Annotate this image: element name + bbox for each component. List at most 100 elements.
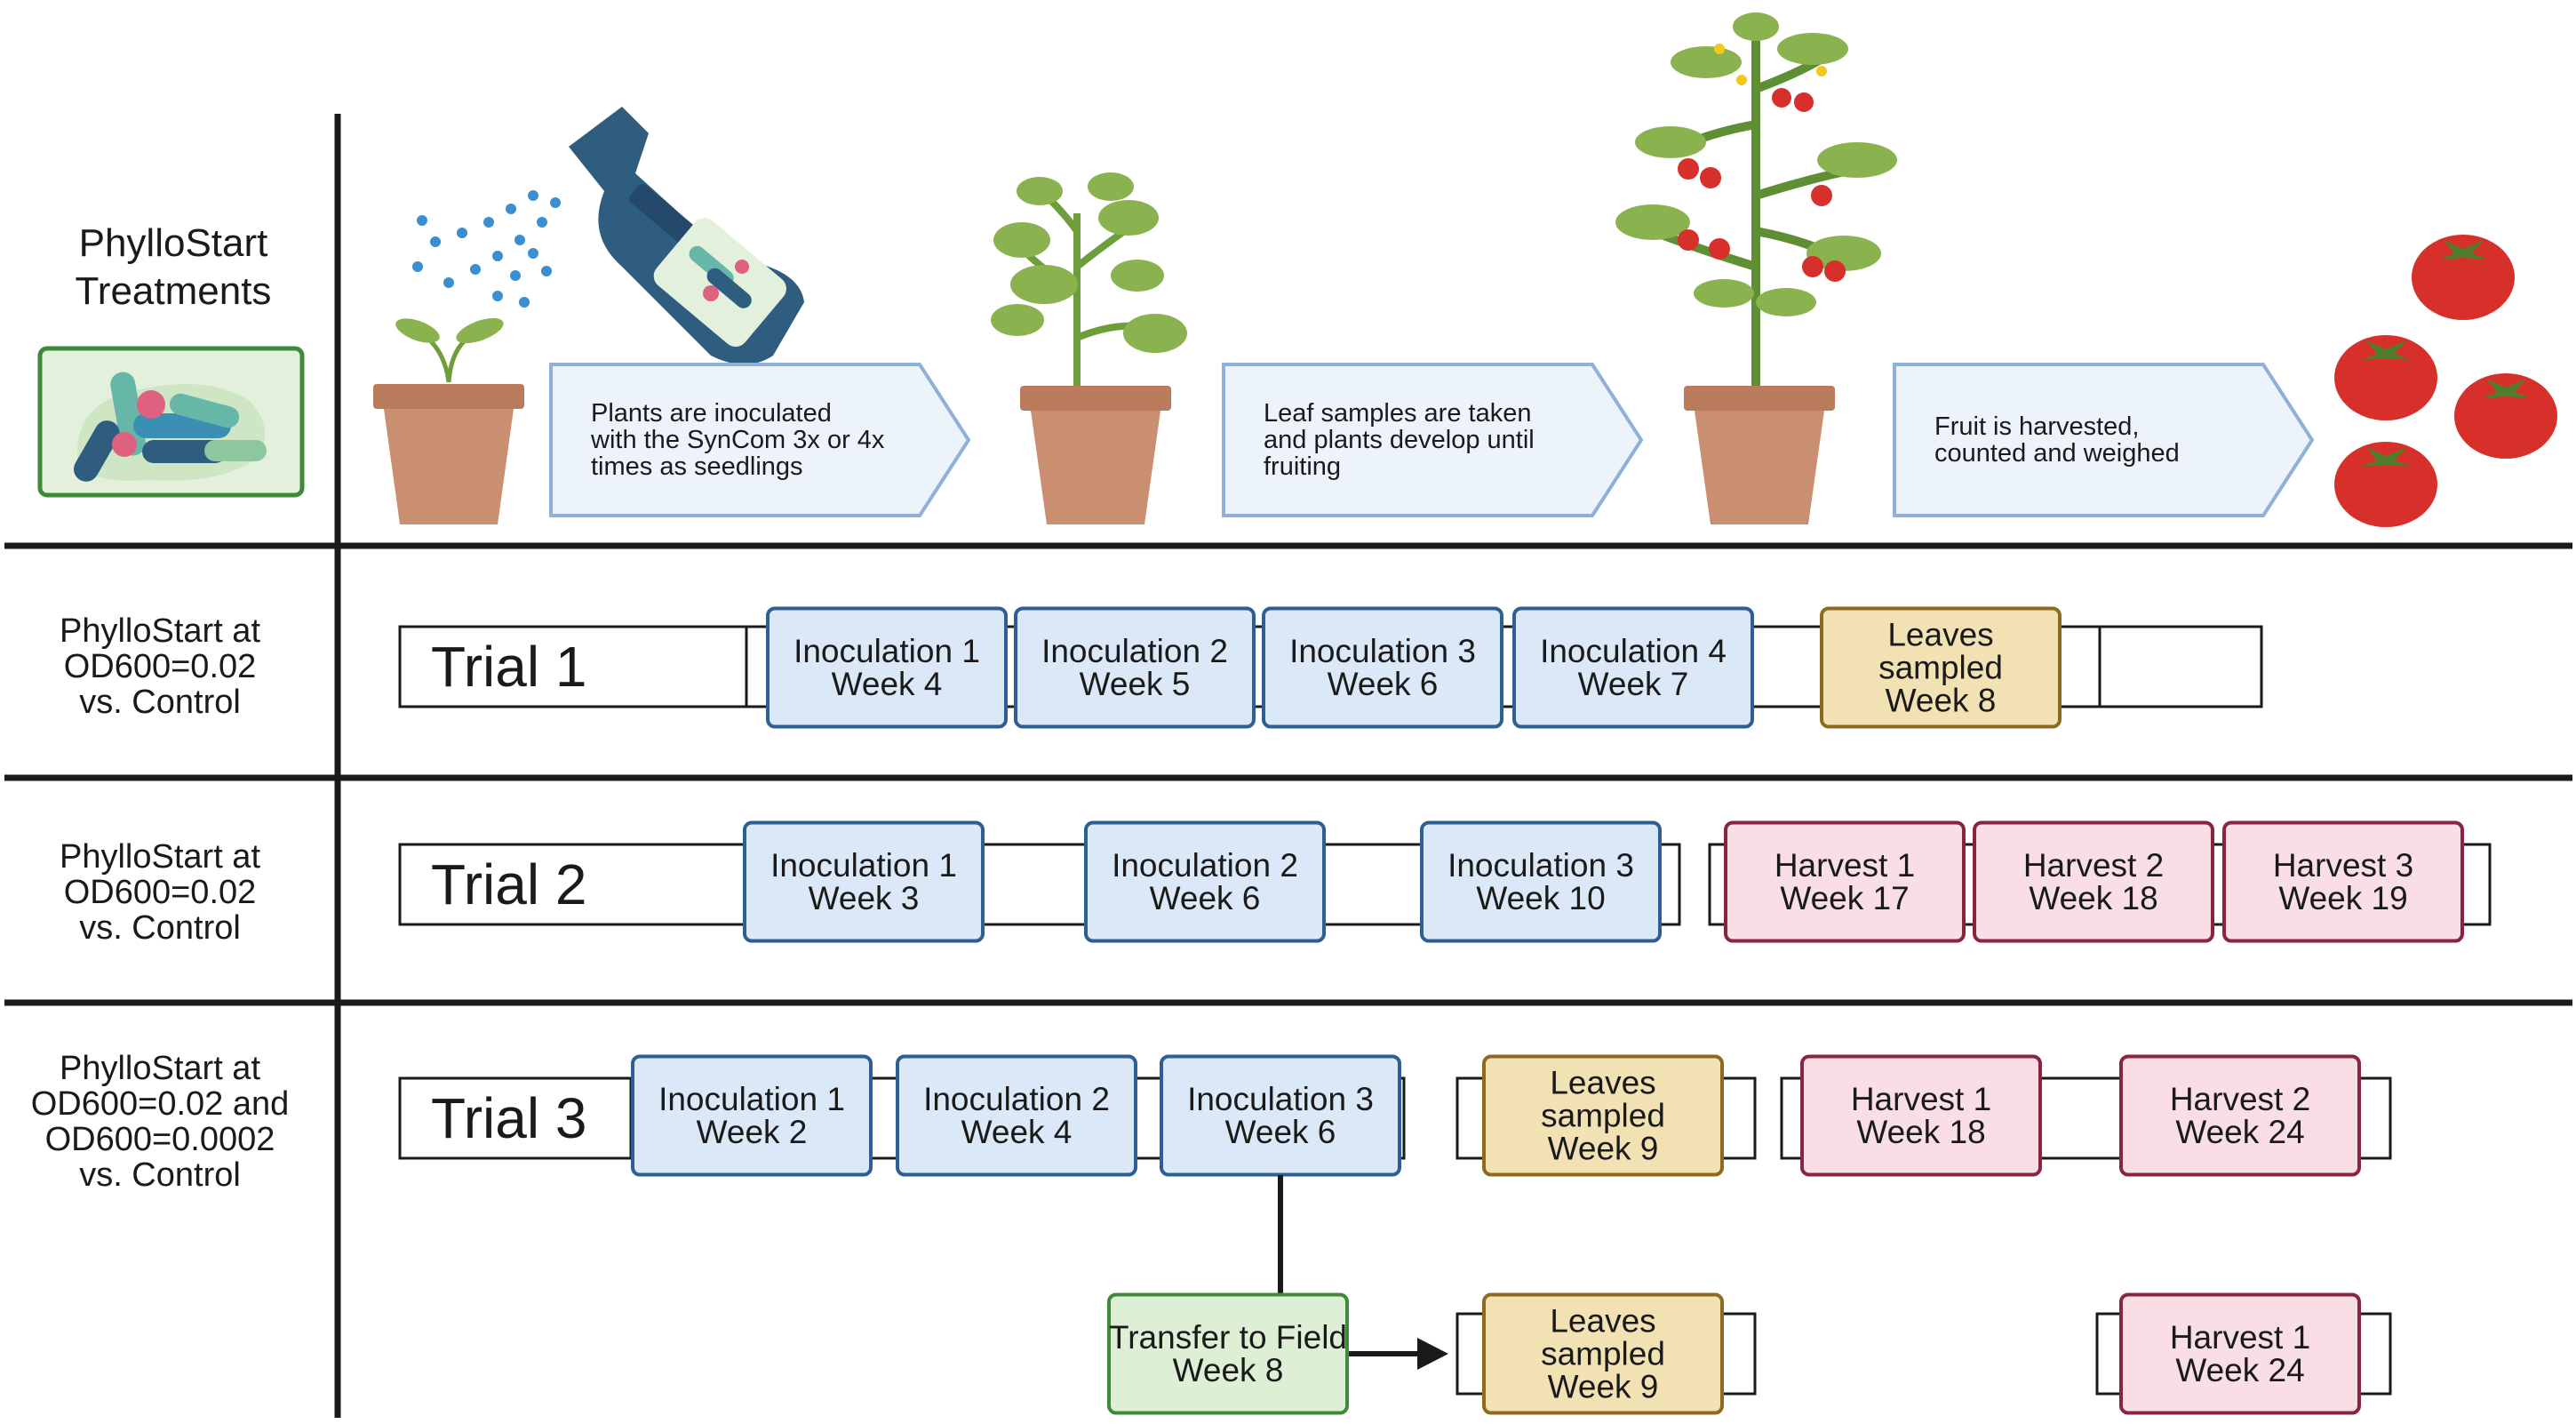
leaves-box-label: Week 9 [1548,1369,1659,1405]
inoculation-box-label: Week 4 [832,666,943,702]
transfer-box-label: Week 8 [1173,1352,1284,1388]
process-step-text: and plants develop until [1264,426,1535,454]
tomatoes-icon [2334,235,2557,527]
harvest-box-label: Harvest 1 [1774,847,1915,884]
bacteria-syncom-icon [37,346,305,498]
inoculation-box-label: Inoculation 2 [923,1081,1110,1117]
inoculation-box-label: Week 6 [1328,666,1439,702]
process-step-text: counted and weighed [1934,439,2180,468]
trial-label: Trial 3 [431,1086,586,1150]
layout-grid [4,114,2572,1418]
process-step-text: Plants are inoculated [591,399,832,428]
treatment-label: vs. Control [79,1156,241,1194]
young-plant-pot-icon [991,172,1187,524]
treatment-label: OD600=0.02 and [31,1085,290,1123]
fruiting-tomato-plant-icon [1615,12,1897,524]
inoculation-box-label: Inoculation 3 [1187,1081,1374,1117]
arrow-head-icon [1417,1338,1448,1370]
harvest-box-label: Week 24 [2175,1114,2304,1150]
harvest-box-label: Week 24 [2175,1352,2304,1388]
treatment-label: OD600=0.0002 [45,1121,275,1158]
inoculation-box-label: Inoculation 2 [1112,847,1298,884]
inoculation-box-label: Inoculation 1 [770,847,957,884]
harvest-box-label: Week 18 [1856,1114,1985,1150]
harvest-box-label: Week 18 [2029,880,2157,916]
inoculation-box-label: Week 10 [1476,880,1605,916]
inoculation-box-label: Inoculation 1 [794,633,980,669]
treatment-label: OD600=0.02 [64,874,257,911]
leaves-box-label: Leaves [1887,617,1993,653]
trial-label: Trial 1 [431,635,586,699]
transfer-box-label: Transfer to Field [1109,1319,1347,1356]
leaves-box-label: sampled [1878,650,2003,686]
trial-timeline-bar [398,843,748,926]
inoculation-box-label: Week 6 [1225,1114,1336,1150]
header-title-line2: Treatments [76,269,272,313]
seedling-pot-icon [373,317,524,524]
harvest-box-label: Harvest 3 [2273,847,2413,884]
inoculation-box-label: Inoculation 2 [1041,633,1228,669]
treatment-label: vs. Control [79,684,241,721]
inoculation-box-label: Week 2 [697,1114,808,1150]
inoculation-box-label: Inoculation 1 [658,1081,845,1117]
harvest-box-label: Harvest 1 [2170,1319,2310,1356]
harvest-box-label: Week 17 [1780,880,1909,916]
spray-bottle-icon [412,107,804,364]
treatment-label: PhylloStart at [60,612,260,650]
trial-timeline-bar [398,625,748,708]
inoculation-box-label: Inoculation 3 [1448,847,1634,884]
harvest-box-label: Harvest 2 [2170,1081,2310,1117]
harvest-box-label: Harvest 1 [1851,1081,1991,1117]
inoculation-box-label: Inoculation 4 [1540,633,1727,669]
leaves-box-label: Week 9 [1548,1131,1659,1167]
process-step-text: Leaf samples are taken [1264,399,1531,428]
process-step-text: times as seedlings [591,452,803,481]
inoculation-box-label: Week 5 [1080,666,1191,702]
process-step-text: with the SynCom 3x or 4x [590,426,885,454]
leaves-box-label: Leaves [1550,1065,1655,1101]
leaves-box-label: sampled [1541,1336,1665,1372]
process-step-text: fruiting [1264,452,1341,481]
leaves-box-label: sampled [1541,1098,1665,1134]
harvest-box-label: Week 19 [2278,880,2407,916]
leaves-box-label: Leaves [1550,1303,1655,1340]
process-step-arrow: Fruit is harvested,counted and weighed [1893,363,2315,517]
inoculation-box-label: Week 6 [1150,880,1261,916]
leaves-box-label: Week 8 [1886,683,1997,719]
treatment-label: PhylloStart at [60,1050,260,1087]
inoculation-box-label: Week 7 [1578,666,1689,702]
trial-timeline-bar [398,1076,633,1160]
process-step-text: Fruit is harvested, [1934,412,2139,441]
inoculation-box-label: Week 4 [961,1114,1073,1150]
header-title-line1: PhylloStart [79,221,268,265]
trial-label: Trial 2 [431,852,586,916]
harvest-box-label: Harvest 2 [2023,847,2164,884]
inoculation-box-label: Week 3 [809,880,920,916]
treatment-label: vs. Control [79,909,241,947]
